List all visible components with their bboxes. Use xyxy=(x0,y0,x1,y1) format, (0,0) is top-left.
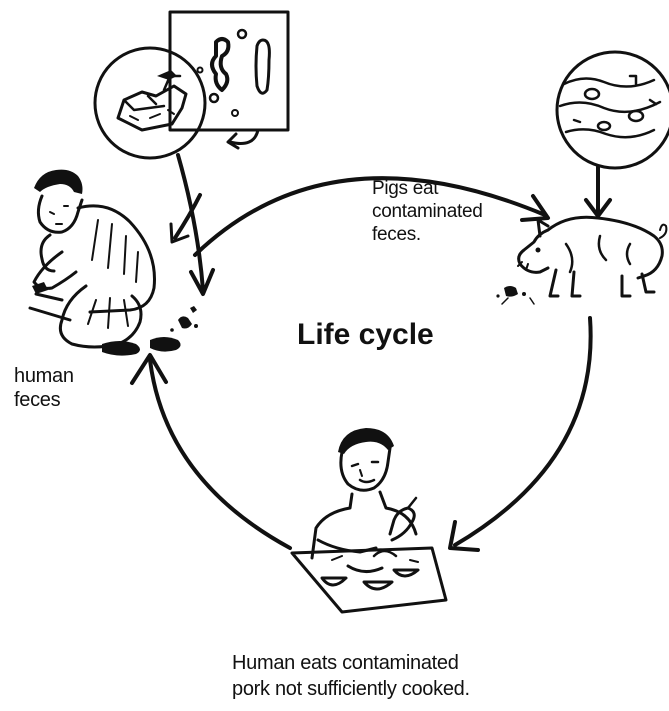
human-eats-line-1: Human eats contaminated xyxy=(232,650,470,676)
human-feces-line-1: human xyxy=(14,364,74,388)
arrow-human-eating-to-feces xyxy=(132,355,290,548)
human-eating-illustration xyxy=(292,428,446,612)
human-eats-line-2: pork not sufficiently cooked. xyxy=(232,676,470,702)
human-feces-line-2: feces xyxy=(14,388,74,412)
human-feces-label: human feces xyxy=(14,364,74,412)
arrow-pig-to-human-eating xyxy=(450,318,591,550)
pig-with-cysts-inset xyxy=(496,52,669,304)
human-eats-label: Human eats contaminated pork not suffici… xyxy=(232,650,470,702)
pigs-eat-line-2: contaminated xyxy=(372,200,482,223)
tapeworm-eggs-inset xyxy=(95,12,288,294)
squatting-person-illustration xyxy=(30,170,198,356)
pigs-eat-label: Pigs eat contaminated feces. xyxy=(372,177,482,246)
pigs-eat-line-1: Pigs eat xyxy=(372,177,482,200)
diagram-title: Life cycle xyxy=(297,318,434,352)
pigs-eat-line-3: feces. xyxy=(372,223,482,246)
